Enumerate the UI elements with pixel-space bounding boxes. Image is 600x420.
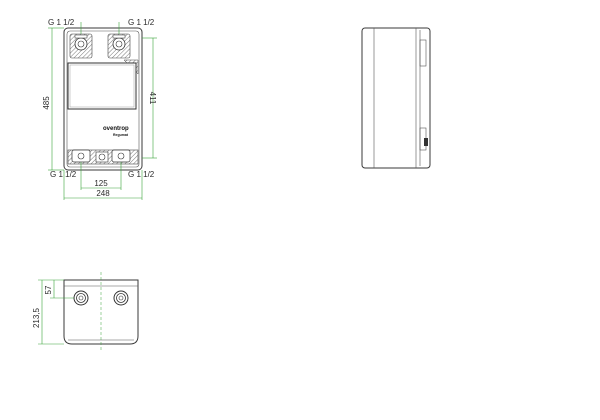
side-view [361, 27, 431, 169]
bottom-view-left-port [73, 290, 89, 306]
dim-bottom-left-connection: G 1 1/2 [50, 170, 77, 179]
top-right-fitting [107, 33, 131, 59]
dim-height-total: 485 [42, 96, 51, 110]
top-left-fitting [69, 33, 93, 59]
front-housing-inner-outline [66, 30, 140, 168]
side-clip [424, 138, 428, 146]
dim-width-total: 248 [96, 189, 110, 198]
bottom-right-fitting [111, 149, 131, 163]
dim-top-left-connection: G 1 1/2 [48, 18, 75, 27]
side-top-bracket [419, 39, 427, 67]
dim-depth-total: 213,5 [32, 307, 41, 328]
front-view: oventrop Regumat [63, 27, 143, 171]
display-window-inner [69, 64, 135, 108]
dim-connection-offset: 57 [44, 285, 53, 294]
brand-subtitle: Regumat [113, 133, 129, 137]
brand-logo: oventrop [103, 126, 129, 132]
display-window [67, 62, 137, 110]
side-housing-outline [361, 27, 431, 169]
bottom-view [63, 272, 139, 350]
bottom-housing-outline [63, 279, 139, 345]
bottom-view-right-port [113, 290, 129, 306]
dim-top-right-connection: G 1 1/2 [128, 18, 155, 27]
front-housing-outline [63, 27, 143, 171]
dim-height-inner: 411 [148, 92, 157, 105]
bottom-dimensions: 213,5 57 [32, 279, 74, 345]
front-dimensions: G 1 1/2 G 1 1/2 485 411 G 1 1/2 G 1 1/2 … [42, 18, 157, 200]
bottom-left-fitting [71, 149, 91, 163]
bottom-center-pump [95, 151, 109, 163]
dim-bottom-right-connection: G 1 1/2 [128, 170, 155, 179]
dim-connection-spacing: 125 [94, 179, 108, 188]
